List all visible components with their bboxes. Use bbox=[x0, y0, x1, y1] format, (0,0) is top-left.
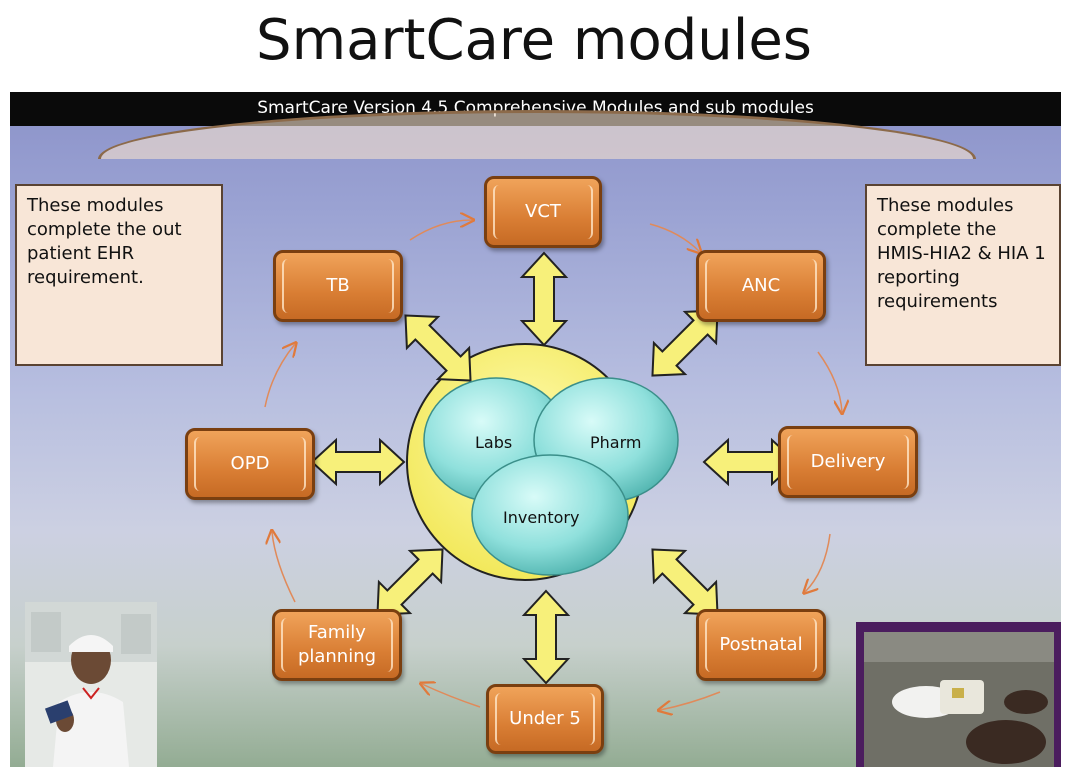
diagram-graphics bbox=[264, 92, 1061, 767]
left-note: These modules complete the out patient E… bbox=[15, 184, 223, 366]
card-reader-photo bbox=[856, 622, 1061, 767]
page-title: SmartCare modules bbox=[256, 8, 812, 73]
pharm-label: Pharm bbox=[590, 433, 642, 452]
module-tb[interactable]: TB bbox=[273, 250, 403, 322]
module-postnatal-label: Postnatal bbox=[719, 634, 803, 655]
module-delivery[interactable]: Delivery bbox=[778, 426, 918, 498]
module-opd[interactable]: OPD bbox=[185, 428, 315, 500]
module-anc-label: ANC bbox=[741, 275, 781, 296]
slide: SmartCare Version 4.5 Comprehensive Modu… bbox=[10, 92, 1061, 767]
module-vct[interactable]: VCT bbox=[484, 176, 602, 248]
module-under5[interactable]: Under 5 bbox=[486, 684, 604, 754]
right-note: These modules complete the HMIS-HIA2 & H… bbox=[865, 184, 1061, 366]
module-opd-label: OPD bbox=[230, 453, 270, 474]
module-tb-label: TB bbox=[326, 275, 350, 296]
module-anc[interactable]: ANC bbox=[696, 250, 826, 322]
module-delivery-label: Delivery bbox=[810, 451, 886, 472]
module-vct-label: VCT bbox=[525, 201, 561, 222]
module-family-label: Family planning bbox=[297, 622, 377, 667]
module-family-planning[interactable]: Family planning bbox=[272, 609, 402, 681]
labs-label: Labs bbox=[475, 433, 513, 452]
module-postnatal[interactable]: Postnatal bbox=[696, 609, 826, 681]
cycle-arrows bbox=[264, 220, 842, 710]
inventory-bubble bbox=[471, 454, 629, 576]
nurse-photo bbox=[25, 602, 157, 767]
inventory-label: Inventory bbox=[503, 508, 580, 527]
module-under5-label: Under 5 bbox=[509, 708, 581, 729]
